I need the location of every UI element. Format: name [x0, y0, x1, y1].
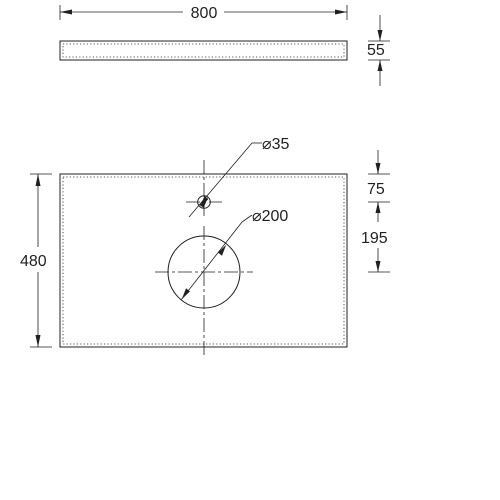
tap-hole-diameter-callout: ⌀35: [188, 136, 290, 218]
tap-offset-arrow-top: [375, 163, 381, 174]
thickness-arrow-top: [377, 30, 383, 41]
basin-hole-arrow-upper: [218, 244, 227, 256]
basin-hole-leader-shoulder: [241, 214, 253, 223]
basin-offset-arrow-top: [375, 202, 381, 213]
thickness-label: 55: [367, 42, 385, 59]
side-slab-inner-edge: [62, 43, 345, 58]
width-arrow-left: [60, 9, 72, 15]
basin-hole-arrow-lower: [181, 288, 190, 300]
side-slab-outline: [59, 40, 348, 61]
height-arrow-top: [35, 174, 41, 186]
side-elevation: [59, 40, 348, 61]
basin-hole-leader: [180, 221, 243, 301]
tap-offset-label: 75: [367, 181, 385, 198]
height-dimension: 480: [20, 173, 52, 348]
plan-view: [59, 160, 348, 358]
height-arrow-bottom: [35, 335, 41, 347]
plan-slab-inner-edge: [62, 176, 345, 345]
tap-hole-arrow-in: [199, 197, 209, 208]
offset-dimensions: 75 195: [361, 150, 390, 273]
basin-offset-arrow-bottom: [375, 261, 381, 272]
tap-hole-leader: [188, 142, 253, 218]
basin-hole-diameter-label: ⌀200: [252, 208, 288, 225]
width-dimension: 800: [59, 5, 348, 22]
thickness-dimension: 55: [367, 15, 390, 86]
width-label: 800: [191, 5, 218, 22]
tap-hole-diameter-label: ⌀35: [262, 136, 290, 153]
width-arrow-right: [335, 9, 347, 15]
height-label: 480: [20, 253, 47, 270]
basin-hole-diameter-callout: ⌀200: [180, 208, 288, 301]
thickness-arrow-bottom: [377, 60, 383, 71]
plan-slab-outline: [59, 173, 348, 348]
basin-offset-label: 195: [361, 230, 388, 247]
